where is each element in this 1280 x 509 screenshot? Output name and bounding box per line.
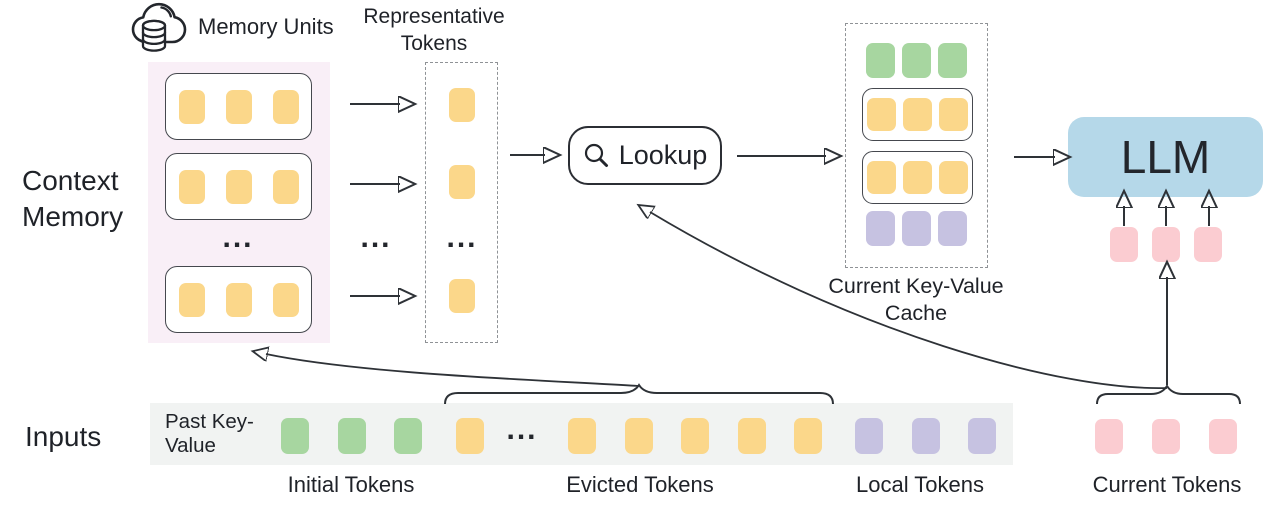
- yellow-token: [737, 418, 766, 454]
- context-memory-panel: [148, 62, 330, 343]
- current-kv-cache-label: Current Key-Value Cache: [828, 274, 1004, 325]
- green-token: [394, 418, 422, 454]
- cache-retrieved-unit-1: [862, 88, 973, 141]
- initial-tokens-group: [281, 418, 422, 454]
- evicted-tokens-brace: [444, 383, 834, 405]
- yellow-token: [178, 169, 205, 204]
- yellow-token: [903, 161, 932, 194]
- purple-token: [902, 211, 931, 246]
- purple-token: [968, 418, 996, 454]
- memory-unit-3: [165, 266, 312, 333]
- green-token: [902, 43, 931, 78]
- current-tokens-label: Current Tokens: [1092, 472, 1242, 497]
- yellow-token: [681, 418, 709, 454]
- current-tokens-group: [1095, 419, 1237, 454]
- yellow-token: [624, 418, 653, 454]
- green-token: [337, 418, 366, 454]
- inputs-bar-ellipsis: ...: [506, 413, 538, 446]
- yellow-token: [448, 88, 475, 122]
- current-kv-cache-box: [845, 23, 988, 268]
- yellow-token: [867, 161, 896, 194]
- memory-unit-1: [165, 73, 312, 140]
- local-tokens-group: [855, 418, 996, 454]
- arrow-evicted-to-memory: [266, 354, 640, 387]
- llm-input-tokens: [1110, 227, 1222, 262]
- representative-ellipsis: ...: [446, 221, 478, 254]
- representative-token-3: [448, 279, 475, 313]
- purple-token: [938, 211, 967, 246]
- purple-token: [866, 211, 895, 246]
- representative-tokens-label: Representative Tokens: [363, 5, 505, 55]
- yellow-token: [939, 98, 968, 131]
- memory-panel-ellipsis: ...: [222, 221, 254, 254]
- cache-retrieved-unit-2: [862, 151, 973, 204]
- evicted-tokens-label: Evicted Tokens: [566, 472, 714, 497]
- yellow-token: [272, 282, 299, 317]
- cloud-database-icon: [131, 2, 187, 52]
- yellow-token: [794, 418, 822, 454]
- arrows-ellipsis: ...: [360, 221, 392, 254]
- initial-tokens-label: Initial Tokens: [287, 472, 415, 497]
- yellow-token: [867, 98, 896, 131]
- context-memory-label: Context Memory: [22, 165, 124, 232]
- memory-unit-2: [165, 153, 312, 220]
- yellow-token: [225, 169, 252, 204]
- yellow-token: [178, 282, 205, 317]
- yellow-token: [448, 279, 475, 313]
- llm-box: LLM: [1068, 117, 1263, 197]
- yellow-token: [178, 89, 205, 124]
- representative-token-2: [448, 165, 475, 199]
- cache-initial-row: [846, 43, 987, 78]
- yellow-token: [456, 418, 484, 454]
- evicted-head-token: [456, 418, 484, 454]
- lookup-button: Lookup: [568, 126, 722, 185]
- yellow-token: [225, 282, 252, 317]
- pink-token: [1110, 227, 1138, 262]
- pink-token: [1152, 227, 1180, 262]
- yellow-token: [568, 418, 596, 454]
- yellow-token: [272, 169, 299, 204]
- yellow-token: [939, 161, 968, 194]
- inputs-label: Inputs: [25, 421, 102, 452]
- past-key-value-label: Past Key-Value: [165, 410, 254, 457]
- yellow-token: [903, 98, 932, 131]
- purple-token: [855, 418, 883, 454]
- pink-token: [1209, 419, 1237, 454]
- purple-token: [911, 418, 940, 454]
- cache-local-row: [846, 211, 987, 246]
- yellow-token: [225, 89, 252, 124]
- green-token: [938, 43, 967, 78]
- yellow-token: [448, 165, 475, 199]
- green-token: [281, 418, 309, 454]
- lookup-label: Lookup: [618, 140, 708, 170]
- pink-token: [1152, 419, 1180, 454]
- representative-tokens-box: [425, 62, 498, 343]
- current-tokens-brace: [1096, 384, 1241, 405]
- evicted-tokens-group: [568, 418, 822, 454]
- yellow-token: [272, 89, 299, 124]
- search-icon: [584, 143, 608, 167]
- llm-label: LLM: [1120, 131, 1211, 183]
- local-tokens-label: Local Tokens: [855, 472, 984, 497]
- representative-token-1: [448, 88, 475, 122]
- pink-token: [1194, 227, 1222, 262]
- green-token: [866, 43, 895, 78]
- memory-units-label: Memory Units: [198, 14, 334, 39]
- pink-token: [1095, 419, 1123, 454]
